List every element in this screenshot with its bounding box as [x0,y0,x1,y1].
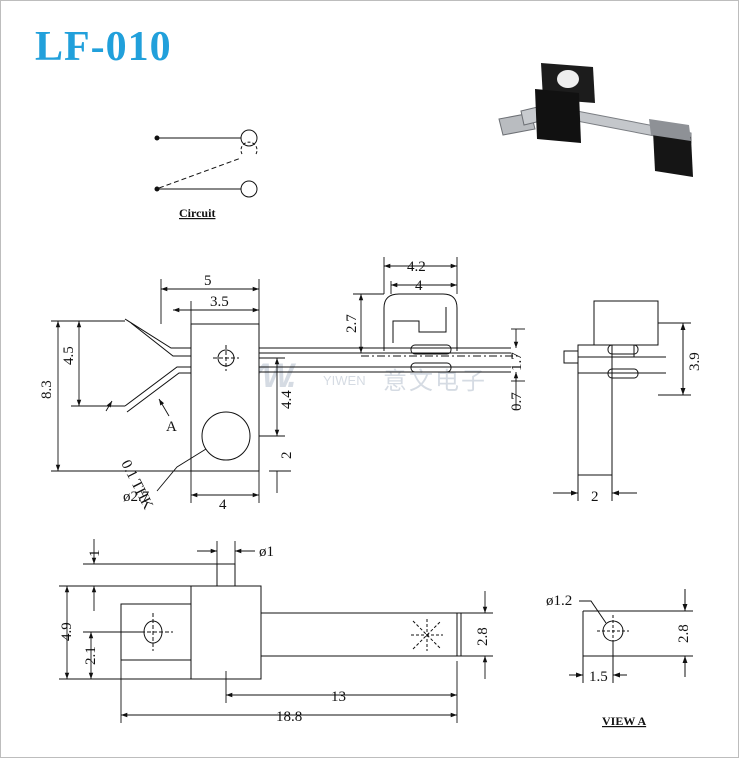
top-view-dimensions [51,257,525,503]
dim-top-width-inner: 3.5 [210,294,229,310]
dim-view-a-offset: 1.5 [589,669,608,685]
circuit-label: Circuit [179,206,215,220]
view-arrow-label: A [166,419,177,435]
dim-bottom-offset: 2 [279,452,295,460]
dim-bottom-height-lower: 2.1 [83,646,99,665]
dim-gap-lower: 0.7 [509,392,525,411]
view-a [569,589,693,683]
dim-top-width-outer: 5 [204,273,212,289]
dim-view-a-height: 2.8 [676,624,692,643]
dim-hole-offset: 4.4 [279,390,295,409]
part-title: LF-010 [35,24,172,70]
bottom-view-dimensions [59,539,493,723]
dim-hole-diameter: ø2.7 [123,489,150,505]
top-view [124,293,521,472]
dim-side-width: 2 [591,489,599,505]
dimension-labels: 5 3.5 8.3 4.5 4.4 2 4 ø2.7 4.2 4 2.7 1.7… [39,259,703,728]
dim-top-height-upper: 4.5 [61,346,77,365]
side-view [553,300,691,501]
dim-bottom-height-total: 4.9 [59,622,75,641]
dim-magnet-width-inner: 4 [415,278,423,294]
dim-length-total: 18.8 [276,709,302,725]
dim-view-a-hole: ø1.2 [546,593,572,609]
dim-bottom-top-offset: 1 [87,550,103,558]
dim-magnet-width-outer: 4.2 [407,259,426,275]
dim-pin-diameter: ø1 [259,544,274,560]
dim-length-mid: 13 [331,689,346,705]
bottom-view [120,563,462,680]
dim-base-width: 4 [219,497,227,513]
circuit-symbol [154,129,258,198]
product-photo [498,63,693,177]
view-a-label: VIEW A [602,714,646,728]
dim-magnet-height: 2.7 [344,314,360,333]
watermark-brand: YIWEN [323,373,366,388]
dim-gap-upper: 1.7 [509,352,525,371]
dim-top-height-total: 8.3 [39,380,55,399]
dim-strip-height: 2.8 [475,627,491,646]
dim-side-height: 3.9 [687,352,703,371]
